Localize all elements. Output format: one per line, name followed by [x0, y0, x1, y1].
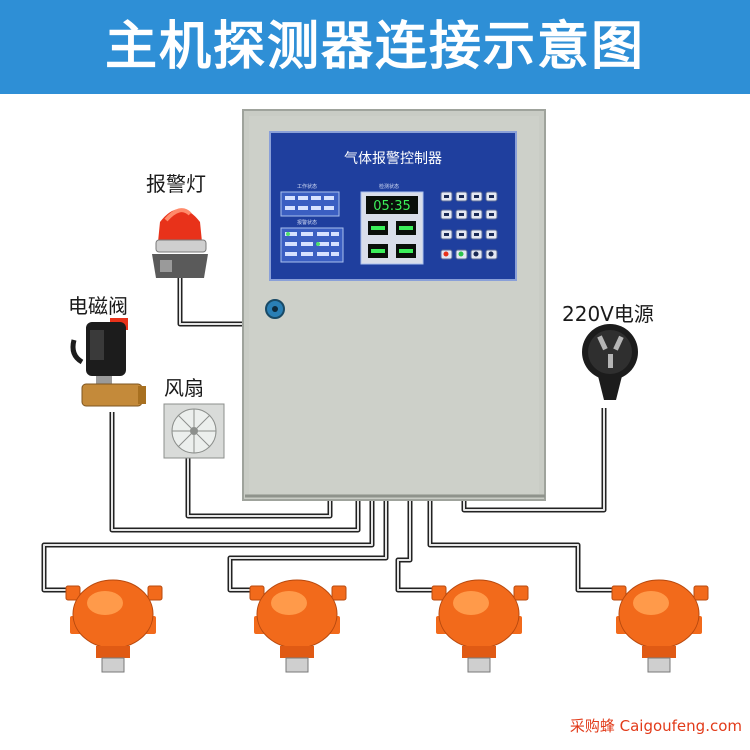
detector-1 — [65, 579, 163, 673]
detector-wire-3 — [395, 500, 432, 593]
solenoid-valve-label: 电磁阀 — [68, 294, 128, 318]
fan-wire — [185, 458, 333, 519]
wires — [41, 278, 612, 593]
keypad — [440, 191, 498, 260]
fan-label: 风扇 — [164, 376, 204, 400]
detector-wire-2 — [227, 500, 389, 593]
power-plug-icon — [582, 324, 638, 400]
power-label: 220V电源 — [562, 302, 654, 326]
page-title: 主机探测器连接示意图 — [104, 17, 645, 77]
watermark: 采购蜂 Caigoufeng.com — [569, 717, 742, 735]
controller-panel: 气体报警控制器 工作状态 报警状态 检测状态 05:35 — [269, 131, 517, 281]
detector-wire-4 — [427, 500, 612, 593]
detector-2 — [249, 579, 347, 673]
time-display: 05:35 — [373, 199, 410, 214]
detector-3 — [431, 579, 529, 673]
solenoid-valve-wire — [109, 412, 361, 533]
alarm-light-wire — [177, 278, 246, 327]
status-label-1: 工作状态 — [297, 183, 317, 190]
status-label-2: 报警状态 — [297, 219, 317, 226]
power-wire — [461, 408, 607, 513]
title-banner: 主机探测器连接示意图 — [0, 0, 750, 94]
status-label-3: 检测状态 — [379, 183, 399, 190]
detector-wire-1 — [41, 500, 375, 593]
panel-title: 气体报警控制器 — [344, 151, 442, 167]
solenoid-valve-icon — [70, 318, 146, 407]
alarm-light-icon — [152, 208, 208, 278]
fan-icon — [163, 403, 225, 459]
detector-4 — [611, 579, 709, 673]
alarm-light-label: 报警灯 — [146, 172, 206, 196]
